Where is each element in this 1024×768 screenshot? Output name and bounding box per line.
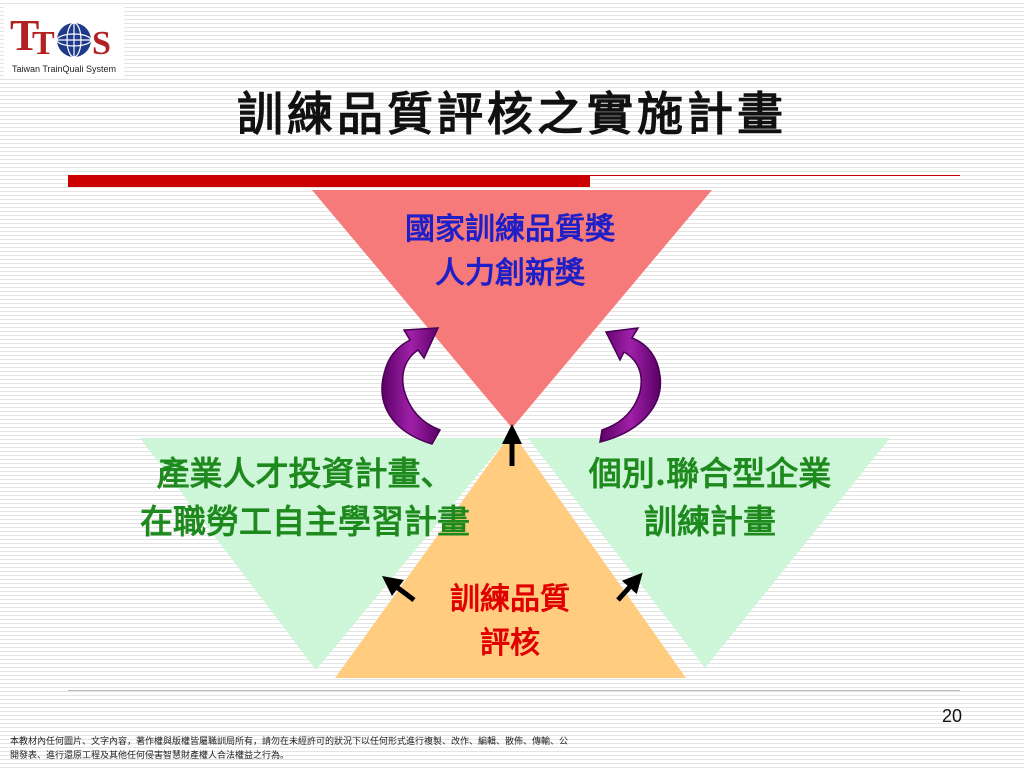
investment-program-label-line-1: 產業人才投資計畫、 bbox=[156, 454, 454, 493]
ttqs-logo-mark: T T S bbox=[10, 11, 111, 62]
investment-program-label-line-2: 在職勞工自主學習計畫 bbox=[140, 501, 470, 541]
investment-program-label: 產業人才投資計畫、 在職勞工自主學習計畫 bbox=[90, 450, 520, 546]
award-label-line-2: 人力創新獎 bbox=[435, 255, 585, 291]
svg-text:T: T bbox=[32, 25, 55, 62]
svg-text:S: S bbox=[92, 25, 111, 62]
top-award-triangle bbox=[312, 190, 712, 428]
award-label: 國家訓練品質獎 人力創新獎 bbox=[340, 208, 680, 295]
award-label-line-1: 國家訓練品質獎 bbox=[405, 212, 615, 247]
enterprise-program-label-line-2: 訓練計畫 bbox=[644, 501, 776, 541]
globe-icon bbox=[56, 22, 92, 58]
up-right-arrow-icon bbox=[616, 572, 643, 602]
title-underline-line bbox=[590, 175, 960, 176]
copyright-footnote: 本教材內任何圖片、文字內容，著作權與版權皆屬職訓局所有，請勿在未經許可的狀況下以… bbox=[10, 737, 569, 761]
quality-evaluation-label: 訓練品質 評核 bbox=[400, 578, 620, 665]
up-left-arrow-icon bbox=[382, 576, 416, 602]
left-program-triangle bbox=[140, 438, 508, 670]
page-number: 20 bbox=[941, 706, 962, 726]
enterprise-program-label: 個別.聯合型企業 訓練計畫 bbox=[540, 450, 880, 546]
quality-evaluation-label-line-2: 評核 bbox=[480, 625, 540, 661]
logo: T T S Taiwan TrainQuali System bbox=[4, 4, 124, 76]
logo-caption: Taiwan TrainQuali System bbox=[11, 64, 117, 74]
quality-evaluation-label-line-1: 訓練品質 bbox=[450, 582, 570, 617]
right-program-triangle bbox=[528, 438, 890, 668]
left-cycle-arrow-icon bbox=[381, 327, 442, 445]
enterprise-program-label-line-1: 個別.聯合型企業 bbox=[588, 454, 832, 493]
svg-text:T: T bbox=[10, 11, 39, 60]
page-title: 訓練品質評核之實施計畫 bbox=[237, 87, 787, 141]
center-evaluation-triangle bbox=[335, 432, 686, 678]
footer-divider bbox=[68, 690, 960, 691]
right-cycle-arrow-icon bbox=[599, 327, 662, 444]
title-underline-bar bbox=[68, 175, 590, 187]
